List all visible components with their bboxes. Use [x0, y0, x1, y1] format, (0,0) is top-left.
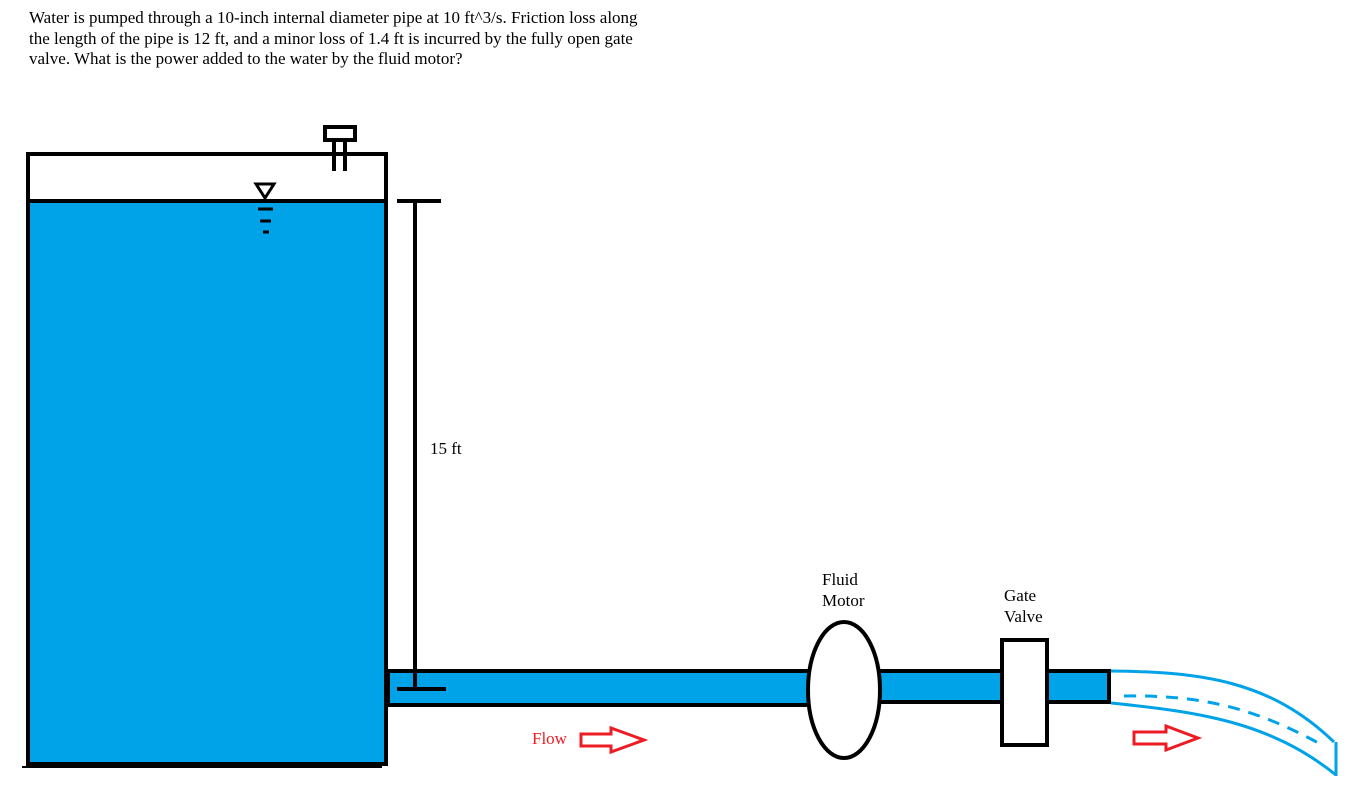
- problem-line-3: valve. What is the power added to the wa…: [29, 49, 463, 68]
- fluid-motor-label-line-1: Fluid: [822, 570, 858, 589]
- tank-air-space: [26, 152, 388, 203]
- pipe-segment-2: [876, 669, 1006, 704]
- fluid-motor-label: Fluid Motor: [822, 570, 865, 610]
- pipe-segment-3: [1044, 669, 1111, 704]
- height-dimension: [397, 199, 446, 691]
- gate-valve-label: Gate Valve: [1004, 586, 1043, 626]
- outlet-flow-arrow-icon: [1132, 723, 1203, 753]
- pipe-segment-1: [386, 669, 812, 707]
- problem-line-2: the length of the pipe is 12 ft, and a m…: [29, 28, 633, 48]
- problem-statement: Water is pumped through a 10-inch intern…: [29, 8, 729, 70]
- tank-water: [26, 199, 388, 766]
- gate-valve: [1000, 638, 1049, 747]
- gate-valve-label-line-1: Gate: [1004, 586, 1036, 605]
- fluid-motor-label-line-2: Motor: [822, 591, 865, 610]
- outlet-jet: [1110, 669, 1338, 777]
- flow-label: Flow: [532, 729, 568, 748]
- gate-valve-label-line-2: Valve: [1004, 607, 1043, 626]
- flow-arrow-icon: [579, 725, 649, 755]
- fluid-motor: [806, 620, 882, 760]
- problem-line-1: Water is pumped through a 10-inch intern…: [29, 8, 638, 27]
- height-label: 15 ft: [430, 439, 462, 458]
- tank: [22, 152, 388, 768]
- water-surface-icon: [253, 182, 277, 234]
- vent-icon: [323, 125, 357, 171]
